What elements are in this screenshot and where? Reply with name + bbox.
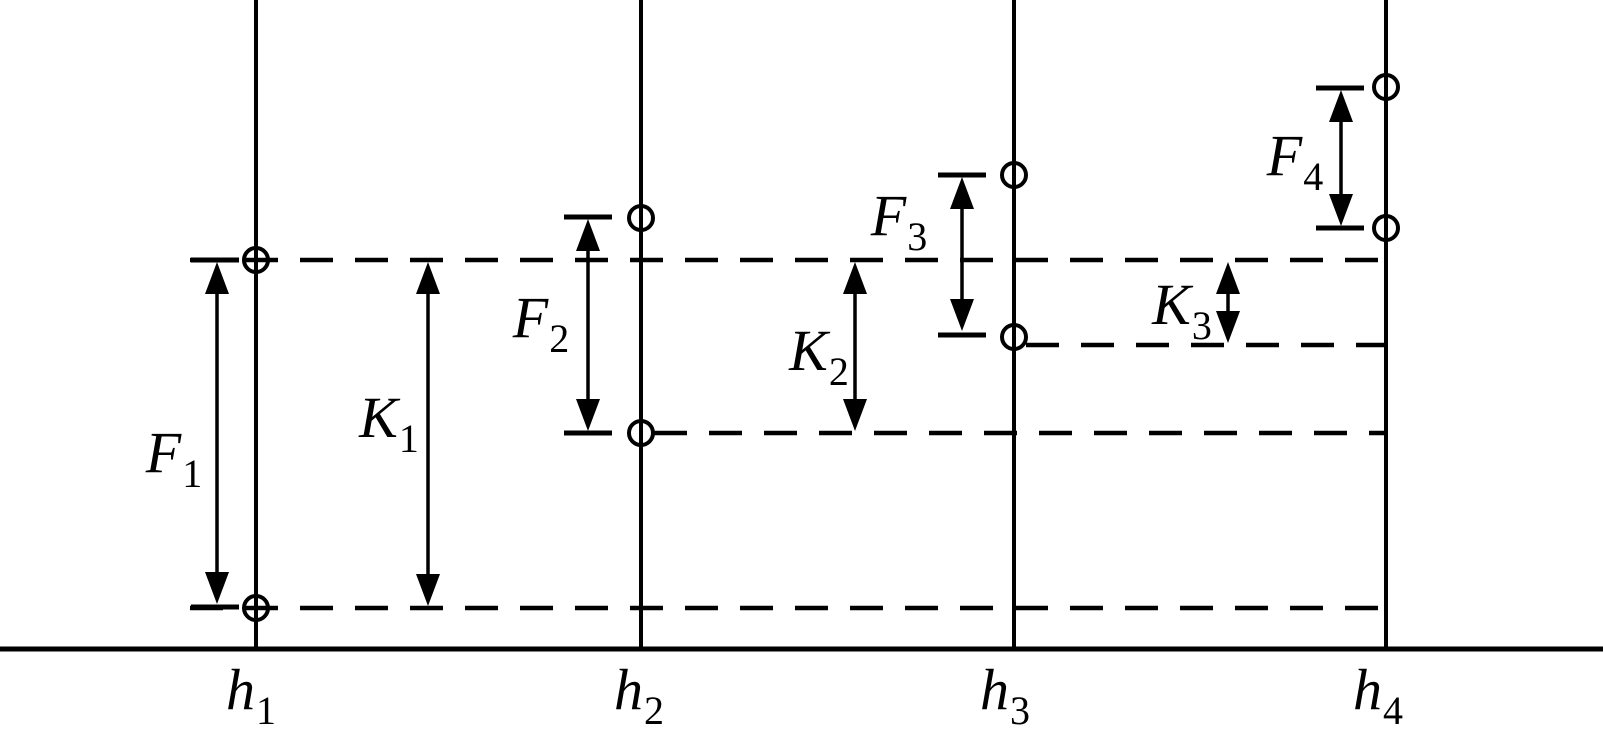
arrow-F4 <box>1329 90 1353 226</box>
arrow-F3 <box>950 177 974 331</box>
label-F1: F1 <box>145 420 203 496</box>
label-F4: F4 <box>1266 123 1324 199</box>
label-F3: F3 <box>870 183 928 259</box>
point-h1-top <box>242 246 270 274</box>
point-h1-bottom <box>242 594 270 622</box>
label-h2: h2 <box>614 657 664 733</box>
point-h4-bottom <box>1372 214 1400 242</box>
arrow-F2 <box>576 219 600 431</box>
label-h1: h1 <box>226 657 276 733</box>
label-h3: h3 <box>980 657 1030 733</box>
label-K1: K1 <box>359 385 419 461</box>
point-h3-bottom <box>1000 323 1028 351</box>
point-h4-top <box>1372 73 1400 101</box>
point-h2-top <box>627 204 655 232</box>
label-K2: K2 <box>789 318 849 394</box>
arrow-K3 <box>1216 262 1240 343</box>
point-h2-bottom <box>627 419 655 447</box>
point-h3-top <box>1000 161 1028 189</box>
arrow-K2 <box>843 262 867 431</box>
label-K3: K3 <box>1152 272 1212 348</box>
label-h4: h4 <box>1353 657 1403 733</box>
arrow-F1 <box>205 262 229 604</box>
label-F2: F2 <box>512 285 570 361</box>
arrow-K1 <box>416 262 440 606</box>
